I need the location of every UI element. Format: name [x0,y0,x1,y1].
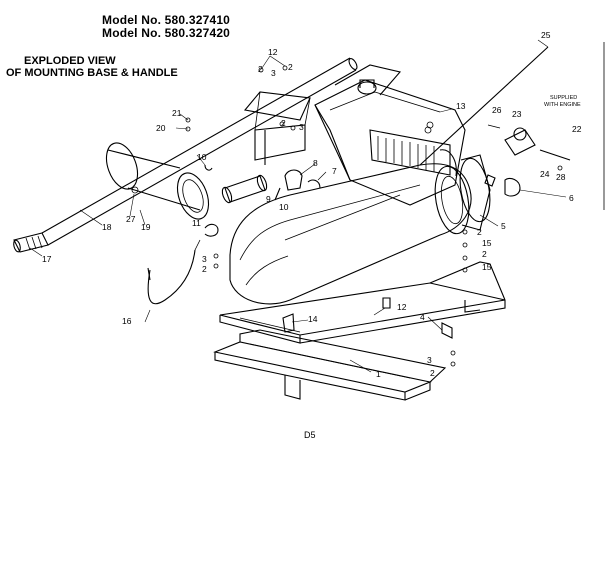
page-code: D5 [304,430,316,440]
callout-2-left: 2 [202,264,207,274]
model-number-1: Model No. 580.327410 [102,13,231,27]
callout-6: 6 [569,193,574,203]
callout-10-left: 10 [197,152,207,162]
diagram-title-line-2: OF MOUNTING BASE & HANDLE [6,67,178,79]
callout-20: 20 [156,123,166,133]
base-frame [213,329,447,401]
callout-12-top: 12 [268,47,278,57]
callout-15-a: 15 [482,238,492,248]
callout-18: 18 [102,222,112,232]
callout-12-lower: 12 [397,302,407,312]
top-bracket [243,91,311,165]
callout-26: 26 [492,105,502,115]
mounting-frame [219,261,506,344]
diagram-title-line-1: EXPLODED VIEW [24,55,116,67]
note-line-1: SUPPLIED [550,95,577,101]
callout-13: 13 [456,101,466,111]
callout-11: 11 [192,218,201,228]
control-rod [419,46,549,166]
callout-2-right-a: 2 [477,227,482,237]
callout-2-bracket: 2 [281,118,286,128]
callout-2-right-b: 2 [482,249,487,259]
engine-side-parts [484,124,571,197]
tank-body [229,163,472,305]
callout-15-b: 15 [482,262,492,272]
callout-10-right: 10 [279,202,289,212]
callout-1: 1 [376,369,381,379]
handle-sleeve [105,142,210,220]
callout-3-lower: 3 [427,355,432,365]
callout-3-left: 3 [202,254,207,264]
handle-tube [13,57,358,253]
callout-3-bracket: 3 [299,122,304,132]
clamp-part [204,223,219,237]
callout-17: 17 [42,254,52,264]
callout-16: 16 [122,316,132,326]
leader-lines [29,39,567,373]
callout-22: 22 [572,124,582,134]
callout-2-top-left: 2 [258,64,263,74]
callout-5: 5 [501,221,506,231]
callout-27: 27 [126,214,136,224]
callout-8: 8 [313,158,318,168]
model-number-2: Model No. 580.327420 [102,26,231,40]
callout-28: 28 [556,172,566,182]
hardware-fasteners [185,65,468,367]
callout-14: 14 [308,314,318,324]
note-line-2: WITH ENGINE [544,102,581,108]
callout-2-lower: 2 [430,368,435,378]
throttle-cable [147,239,201,305]
callout-23: 23 [512,109,522,119]
callout-3-top: 3 [271,68,276,78]
callout-numbers: 12 2 3 2 2 3 21 20 10 8 7 9 10 13 25 26 … [42,30,582,379]
callout-9: 9 [266,194,271,204]
callout-25: 25 [541,30,551,40]
callout-2-top-right: 2 [288,62,293,72]
fuel-fitting [204,164,303,204]
callout-19: 19 [141,222,151,232]
callout-7: 7 [332,166,337,176]
starter-housing [459,154,491,231]
engine-block [314,64,466,206]
callout-21: 21 [172,108,182,118]
callout-4: 4 [420,312,425,322]
callout-24: 24 [540,169,550,179]
